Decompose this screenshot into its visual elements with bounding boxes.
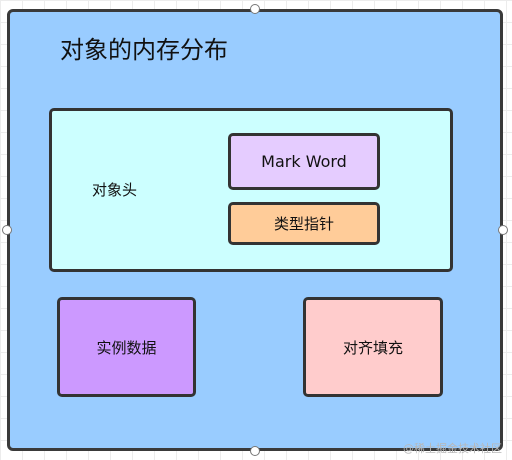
klass-pointer-box[interactable]: 类型指针	[228, 202, 380, 245]
selection-handle-left[interactable]	[2, 225, 12, 235]
watermark: @稀土掘金技术社区	[403, 442, 502, 455]
instance-data-box[interactable]: 实例数据	[57, 297, 196, 397]
object-header-label: 对象头	[92, 181, 138, 199]
diagram-title: 对象的内存分布	[60, 36, 228, 64]
mark-word-box[interactable]: Mark Word	[228, 133, 380, 190]
selection-handle-top[interactable]	[250, 4, 260, 14]
selection-handle-bottom[interactable]	[250, 446, 260, 456]
padding-box[interactable]: 对齐填充	[303, 297, 443, 397]
selection-handle-right[interactable]	[498, 225, 508, 235]
